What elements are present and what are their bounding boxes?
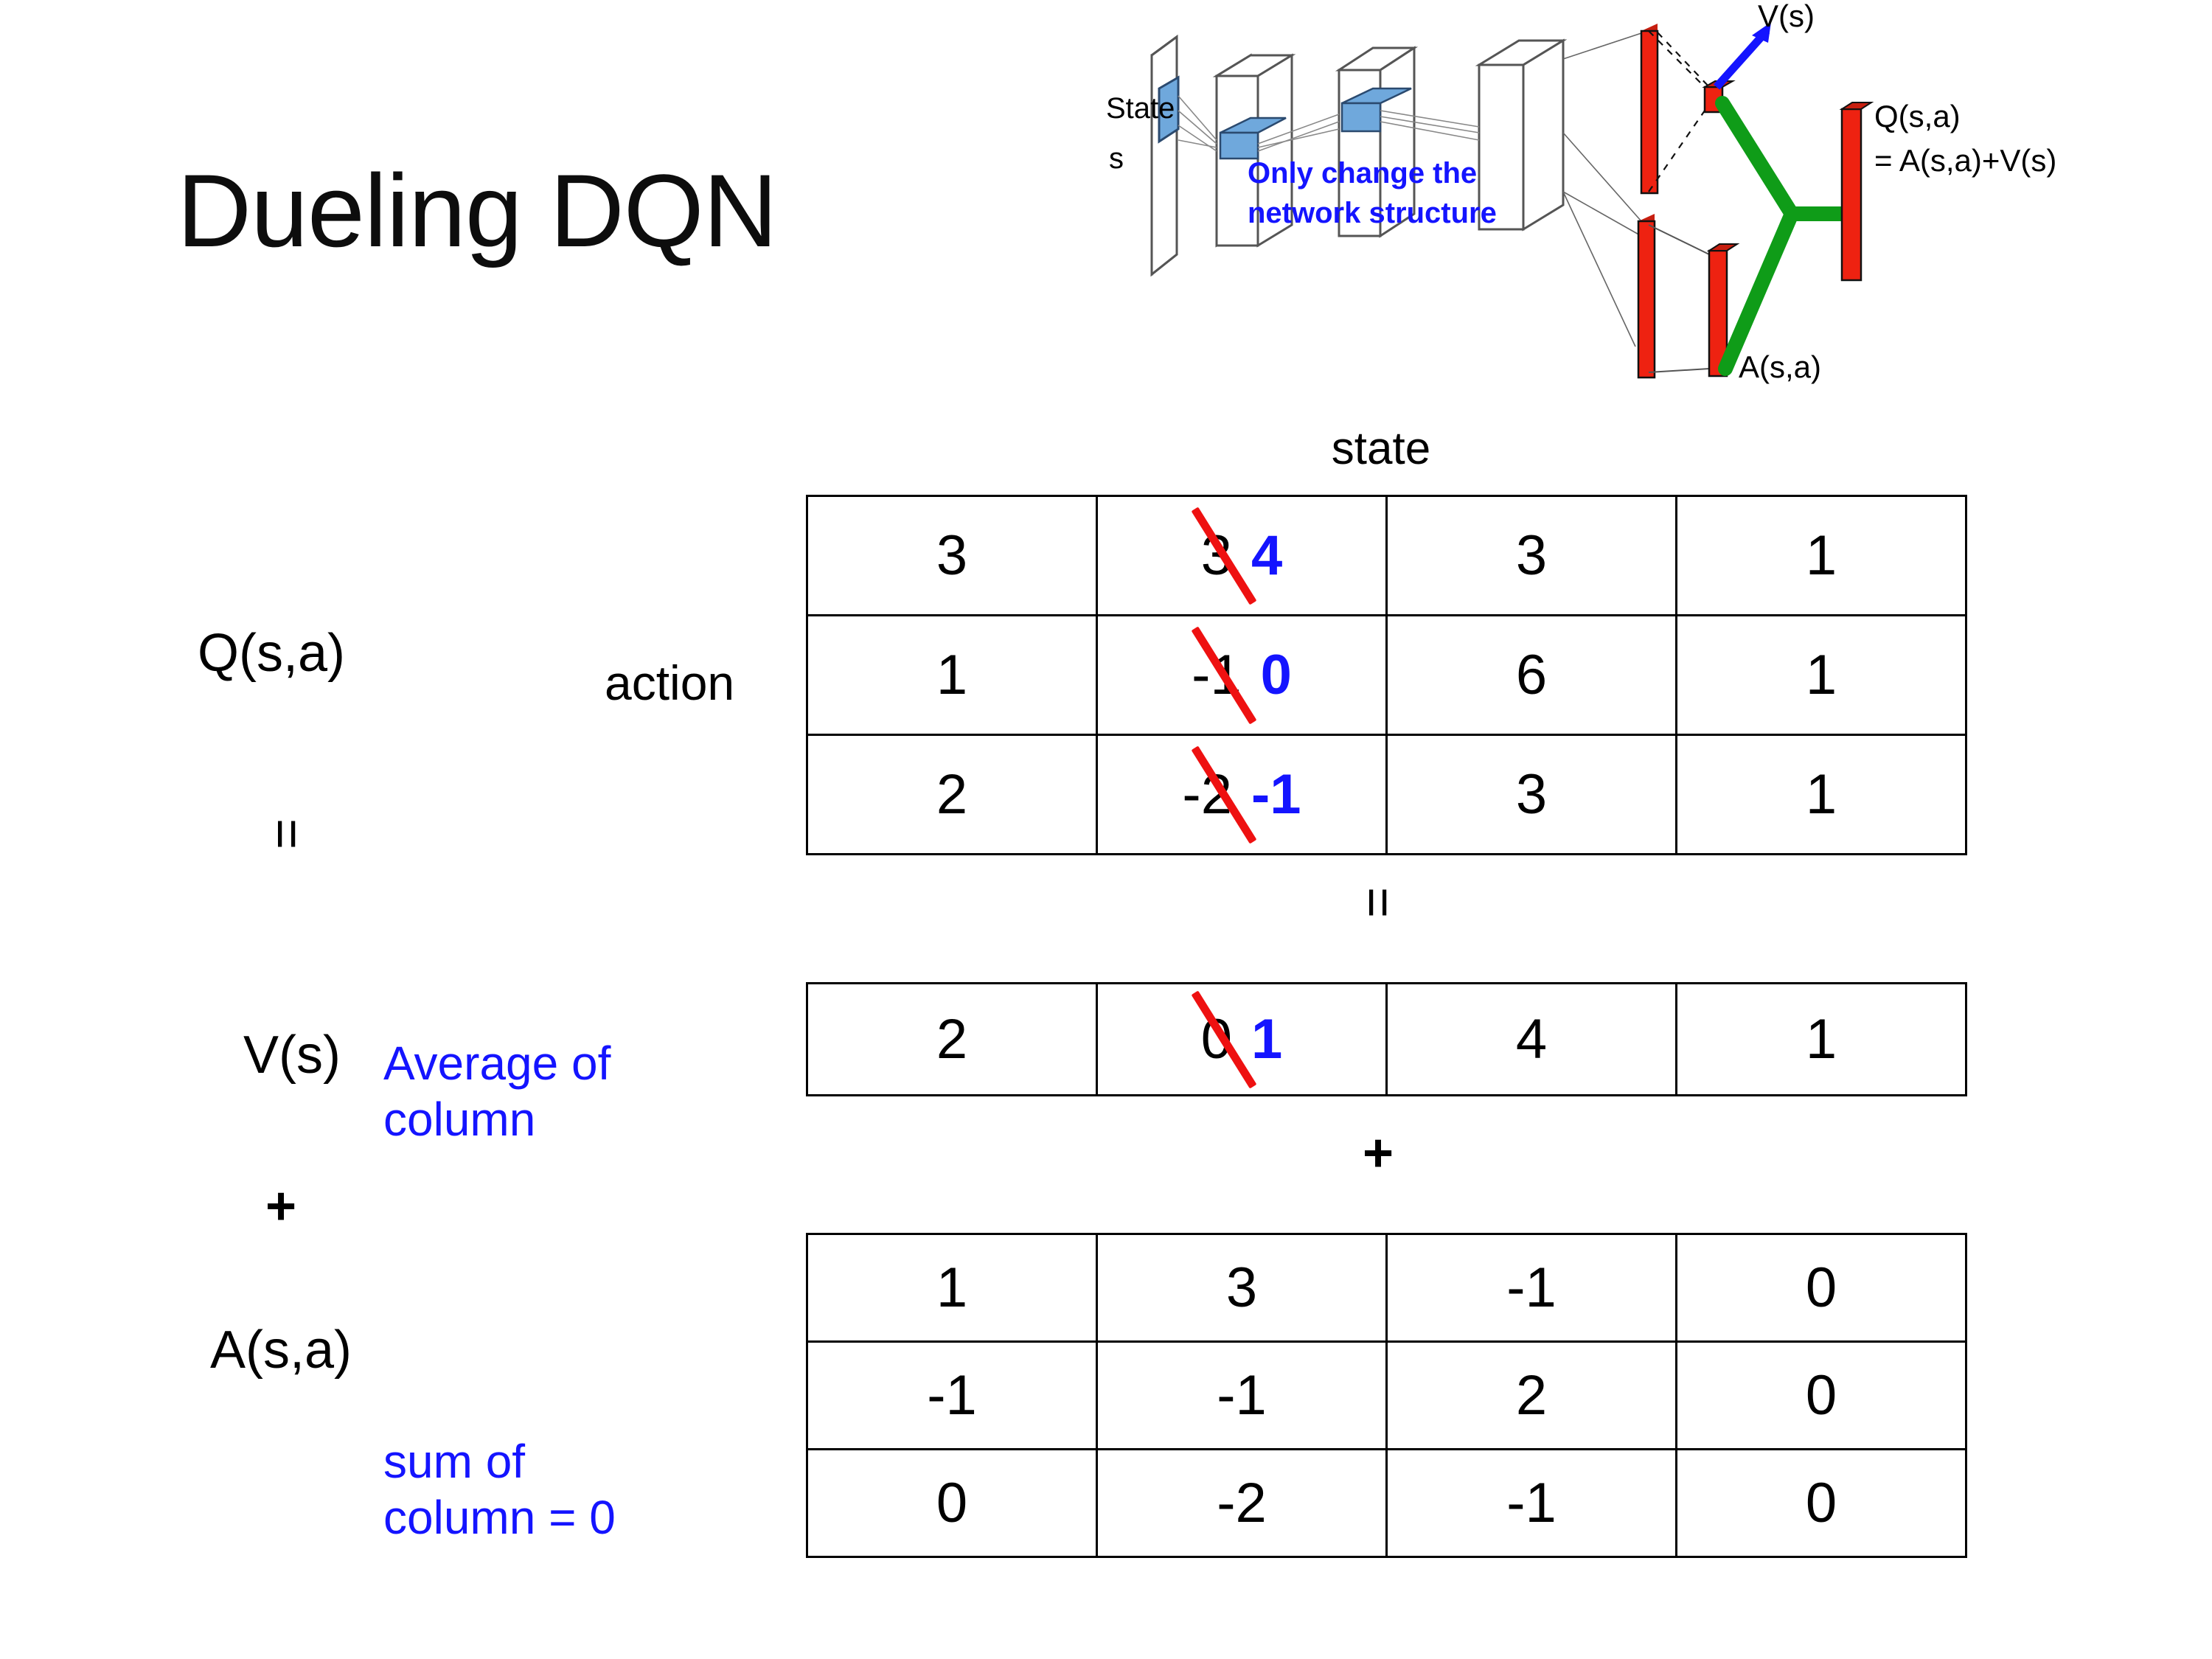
table-row: 2 0 1 4 1: [806, 982, 1967, 1096]
advantage-head-bar: [1706, 243, 1740, 378]
q-row-label: Q(s,a): [198, 624, 346, 683]
average-note-line1: Average of: [383, 1037, 611, 1090]
average-of-column-note: Average of column: [383, 1036, 611, 1147]
new-value: -1: [1251, 763, 1301, 826]
dueling-network-diagram: State s Only change the network structur…: [1106, 0, 2212, 413]
plus-operator-left: +: [265, 1177, 297, 1236]
cell-v-r0c1[interactable]: 0 1: [1096, 982, 1388, 1096]
merge-connector: [1715, 96, 1851, 376]
page-title: Dueling DQN: [177, 153, 778, 268]
cell-q-r0c3[interactable]: 1: [1675, 495, 1967, 616]
cell-a-r0c3[interactable]: 0: [1675, 1233, 1967, 1343]
equals-operator-left: =: [257, 807, 316, 860]
cell-q-r2c0[interactable]: 2: [806, 734, 1098, 855]
cell-a-r2c0[interactable]: 0: [806, 1448, 1098, 1558]
old-value: -2: [1182, 763, 1232, 826]
table-row: -1 -1 2 0: [806, 1340, 1967, 1450]
plus-operator-middle: +: [1363, 1124, 1394, 1183]
cell-q-r0c2[interactable]: 3: [1385, 495, 1677, 616]
cell-q-r1c3[interactable]: 1: [1675, 614, 1967, 736]
cell-a-r1c3[interactable]: 0: [1675, 1340, 1967, 1450]
table-row: 1 -1 0 6 1: [806, 614, 1967, 736]
old-value: 0: [1200, 1008, 1232, 1071]
new-value: 0: [1260, 644, 1292, 706]
diagram-a-label: A(s,a): [1739, 349, 1821, 384]
cell-q-r1c2[interactable]: 6: [1385, 614, 1677, 736]
cell-q-r2c1[interactable]: -2 -1: [1096, 734, 1388, 855]
table-row: 1 3 -1 0: [806, 1233, 1967, 1343]
cell-v-r0c2[interactable]: 4: [1385, 982, 1677, 1096]
cell-a-r0c2[interactable]: -1: [1385, 1233, 1677, 1343]
cell-a-r0c0[interactable]: 1: [806, 1233, 1098, 1343]
state-axis-label: state: [1331, 423, 1431, 474]
a-row-label: A(s,a): [210, 1321, 352, 1380]
equals-glyph: =: [257, 818, 317, 850]
v-row-label: V(s): [243, 1026, 341, 1085]
diagram-v-label: V(s): [1758, 0, 1815, 33]
cell-q-r0c0[interactable]: 3: [806, 495, 1098, 616]
value-arrow-icon: [1713, 22, 1771, 90]
diagram-note-line2: network structure: [1248, 197, 1497, 229]
cell-q-r1c0[interactable]: 1: [806, 614, 1098, 736]
table-row: 2 -2 -1 3 1: [806, 734, 1967, 855]
new-value: 1: [1251, 1008, 1283, 1071]
equals-glyph-middle: =: [1349, 886, 1408, 919]
cell-v-r0c3[interactable]: 1: [1675, 982, 1967, 1096]
cell-a-r2c2[interactable]: -1: [1385, 1448, 1677, 1558]
cell-q-r1c1[interactable]: -1 0: [1096, 614, 1388, 736]
action-axis-label: action: [605, 655, 735, 710]
cell-a-r1c0[interactable]: -1: [806, 1340, 1098, 1450]
average-note-line2: column: [383, 1092, 536, 1146]
new-value: 4: [1251, 524, 1283, 587]
old-value: 3: [1200, 524, 1232, 587]
diagram-q-label-line1: Q(s,a): [1874, 99, 1961, 133]
sum-note-line2: column = 0: [383, 1490, 616, 1544]
diagram-q-label-line2: = A(s,a)+V(s): [1874, 143, 2056, 178]
advantage-stream-bar: [1637, 214, 1656, 379]
table-row: 0 -2 -1 0: [806, 1448, 1967, 1558]
q-value-table: 3 3 4 3 1 1 -1 0 6 1: [806, 495, 1967, 855]
sum-note-line1: sum of: [383, 1435, 526, 1488]
diagram-state-label: State: [1106, 92, 1175, 125]
diagram-note-line1: Only change the: [1248, 157, 1477, 189]
table-row: 3 3 4 3 1: [806, 495, 1967, 616]
cell-q-r2c2[interactable]: 3: [1385, 734, 1677, 855]
value-stream-bar: [1640, 24, 1659, 195]
cell-a-r2c3[interactable]: 0: [1675, 1448, 1967, 1558]
diagram-state-sublabel: s: [1109, 142, 1124, 175]
cell-a-r1c1[interactable]: -1: [1096, 1340, 1388, 1450]
sum-of-column-note: sum of column = 0: [383, 1434, 616, 1545]
cell-q-r0c1[interactable]: 3 4: [1096, 495, 1388, 616]
equals-operator-middle: =: [1349, 876, 1408, 929]
q-output-bar: [1839, 102, 1874, 282]
cell-a-r2c1[interactable]: -2: [1096, 1448, 1388, 1558]
cell-a-r1c2[interactable]: 2: [1385, 1340, 1677, 1450]
cell-a-r0c1[interactable]: 3: [1096, 1233, 1388, 1343]
cell-v-r0c0[interactable]: 2: [806, 982, 1098, 1096]
old-value: -1: [1192, 644, 1242, 706]
input-patch: [1158, 75, 1180, 144]
v-value-table: 2 0 1 4 1: [806, 982, 1967, 1096]
a-value-table: 1 3 -1 0 -1 -1 2 0 0 -2 -1 0: [806, 1233, 1967, 1558]
cell-q-r2c3[interactable]: 1: [1675, 734, 1967, 855]
